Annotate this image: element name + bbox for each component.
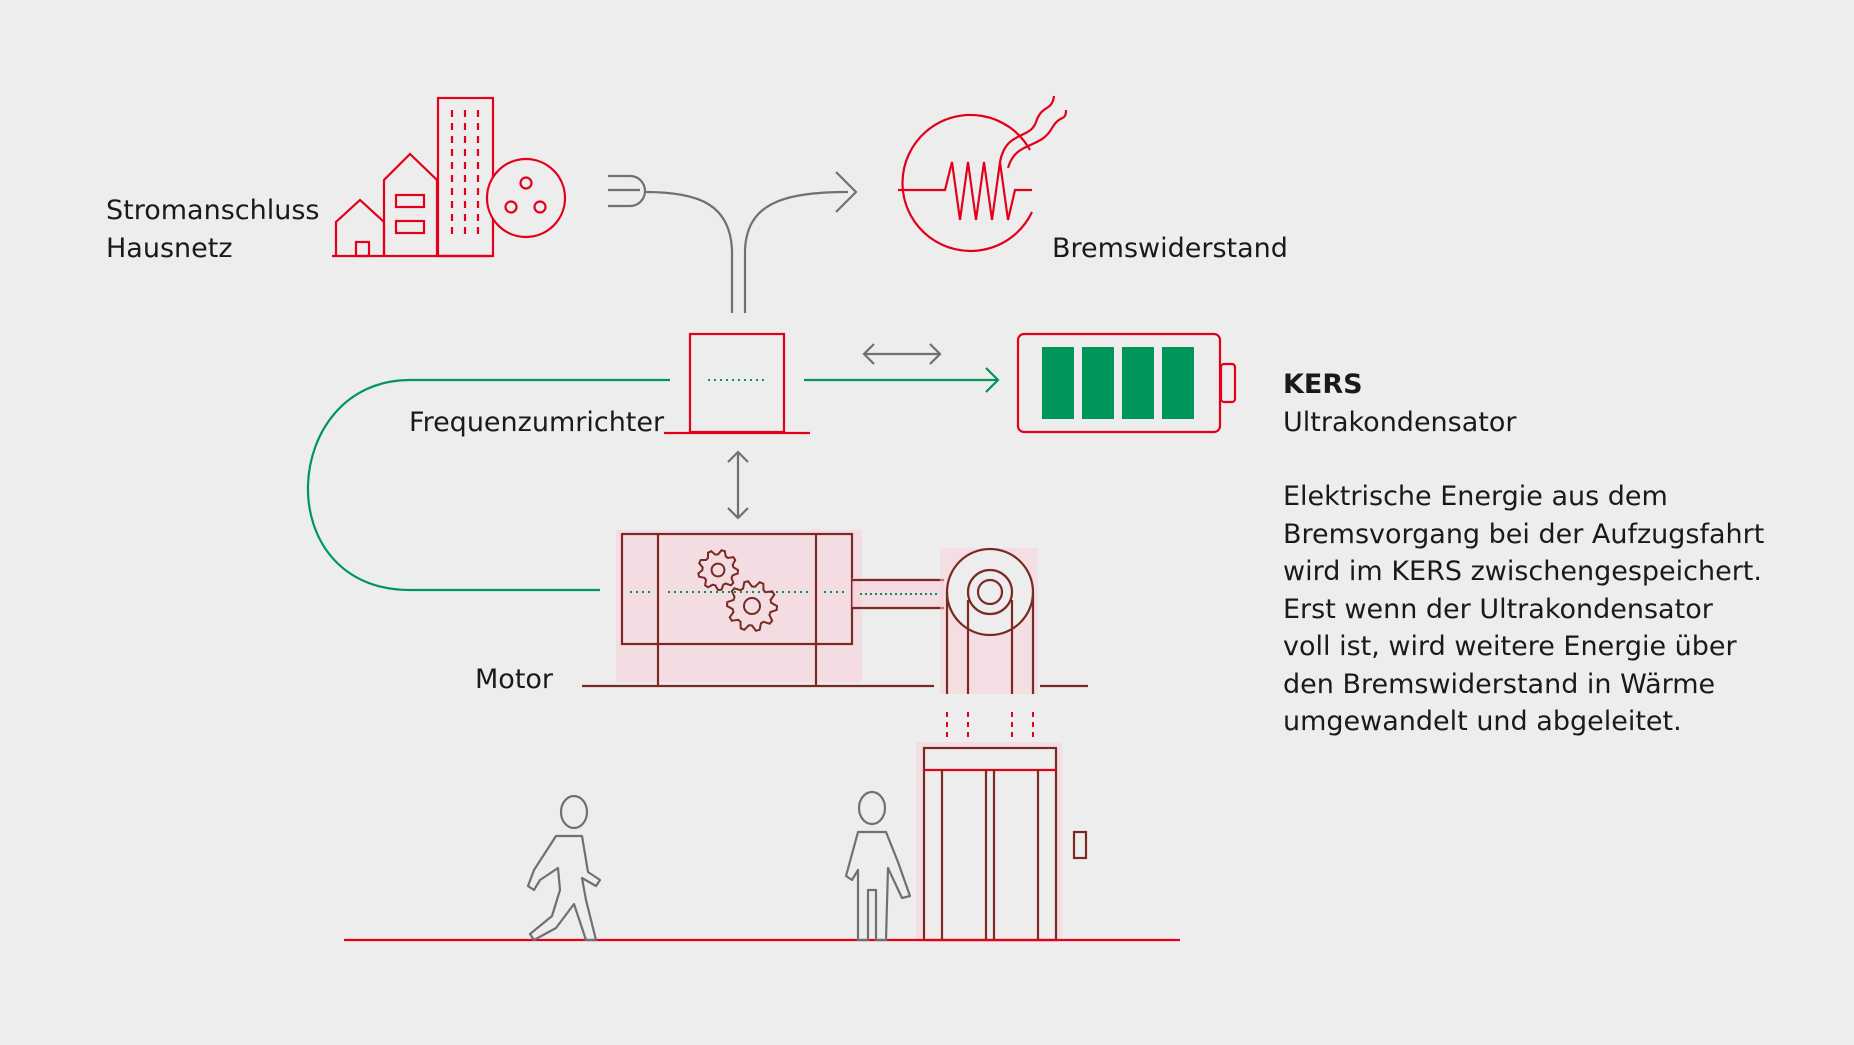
description-text: Elektrische Energie aus dem Bremsvorgang…: [1283, 478, 1803, 741]
motor-icon: [582, 530, 1088, 688]
description-line: Erst wenn der Ultrakondensator: [1283, 593, 1713, 625]
converter-label: Frequenzumrichter: [409, 407, 665, 438]
description-line: wird im KERS zwischengespeichert.: [1283, 556, 1762, 587]
elevator-cabin-icon: [916, 742, 1088, 942]
gear-hub: [743, 597, 761, 615]
motor-label: Motor: [475, 664, 554, 695]
battery-cell: [1162, 347, 1194, 419]
description-line: Bremsvorgang bei der Aufzugsfahrt: [1283, 518, 1765, 550]
grid-to-converter-path: [644, 171, 858, 313]
walking-person-icon: [526, 794, 602, 942]
description-line: Elektrische Energie aus dem: [1283, 481, 1668, 512]
building-grid-icon: [332, 96, 567, 258]
battery-cell: [1082, 347, 1114, 419]
description-line: den Bremswiderstand in Wärme: [1283, 668, 1716, 700]
pulley-icon: [940, 547, 1038, 738]
standing-person-icon: [844, 790, 912, 942]
description-line: umgewandelt und abgeleitet.: [1283, 706, 1682, 737]
kers-title: KERS: [1283, 369, 1363, 400]
bidirectional-arrow-vertical: [727, 450, 749, 520]
bidirectional-arrow-horizontal: [862, 343, 942, 365]
gear-hub: [710, 562, 726, 578]
plug-icon: [608, 174, 647, 208]
gear-icon: [697, 549, 779, 632]
grid-label-line2: Hausnetz: [106, 233, 233, 264]
description-line: voll ist, wird weitere Energie über: [1283, 631, 1737, 662]
gear-shape: [725, 580, 779, 632]
battery-cell: [1042, 347, 1074, 419]
converter-to-battery-arrow: [804, 367, 1000, 393]
kers-subtitle: Ultrakondensator: [1283, 407, 1517, 438]
battery-cell: [1122, 347, 1154, 419]
battery-icon: [1016, 332, 1237, 434]
resistor-heat-icon: [898, 95, 1068, 253]
grid-label-line1: Stromanschluss: [106, 195, 320, 226]
resistor-label: Bremswiderstand: [1052, 233, 1288, 264]
motor-to-converter-loop: [306, 378, 670, 592]
converter-box: [664, 332, 810, 435]
gear-shape: [697, 549, 740, 592]
